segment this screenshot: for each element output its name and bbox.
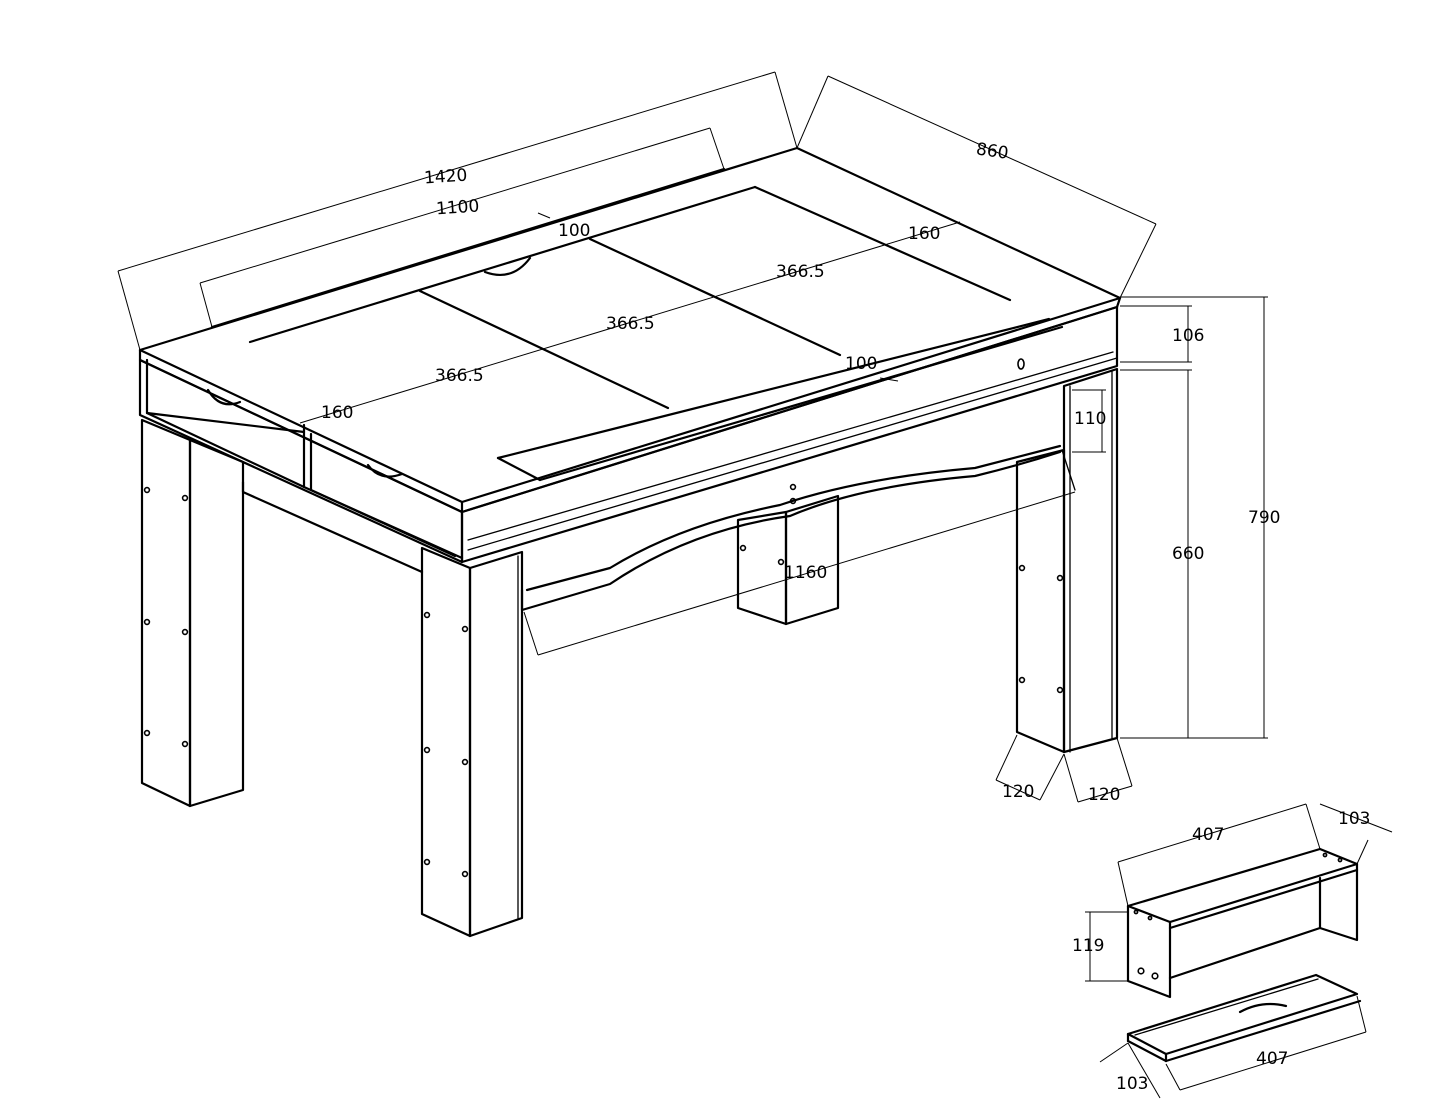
dim-tray-height: 119 bbox=[1072, 936, 1104, 956]
dim-leg-depth: 120 bbox=[1002, 782, 1034, 802]
dim-board-width-back: 100 bbox=[558, 221, 590, 241]
dim-panel-width-1: 366.5 bbox=[776, 262, 825, 282]
dim-depth: 860 bbox=[975, 139, 1010, 163]
dim-plate-length: 407 bbox=[1256, 1049, 1288, 1069]
dim-apron-height: 106 bbox=[1172, 326, 1204, 346]
tray-bottom-plate bbox=[1126, 973, 1362, 1063]
dim-inner-length: 1100 bbox=[435, 196, 480, 219]
table-apron bbox=[138, 305, 1119, 612]
dim-board-width-front: 100 bbox=[845, 354, 877, 374]
dim-tray-length: 407 bbox=[1192, 825, 1224, 845]
dim-leg-width: 120 bbox=[1088, 785, 1120, 805]
dim-top-length: 1420 bbox=[423, 166, 468, 189]
dim-total-height: 790 bbox=[1248, 508, 1280, 528]
tray-assembly bbox=[1126, 847, 1359, 999]
dim-leg-top-gap: 110 bbox=[1074, 409, 1106, 429]
dim-end-panel-right: 160 bbox=[908, 224, 940, 244]
dim-panel-width-2: 366.5 bbox=[606, 314, 655, 334]
table-top bbox=[138, 146, 1122, 514]
dimension-lines bbox=[117, 71, 1393, 1099]
dimension-labels: 1420 1100 860 100 160 366.5 366.5 366.5 … bbox=[321, 139, 1370, 1094]
dim-plate-depth: 103 bbox=[1116, 1074, 1148, 1094]
dim-panel-width-3: 366.5 bbox=[435, 366, 484, 386]
dim-apron-length: 1160 bbox=[784, 563, 827, 583]
dim-leg-height: 660 bbox=[1172, 544, 1204, 564]
dim-end-panel-left: 160 bbox=[321, 403, 353, 423]
dim-tray-depth: 103 bbox=[1338, 809, 1370, 829]
